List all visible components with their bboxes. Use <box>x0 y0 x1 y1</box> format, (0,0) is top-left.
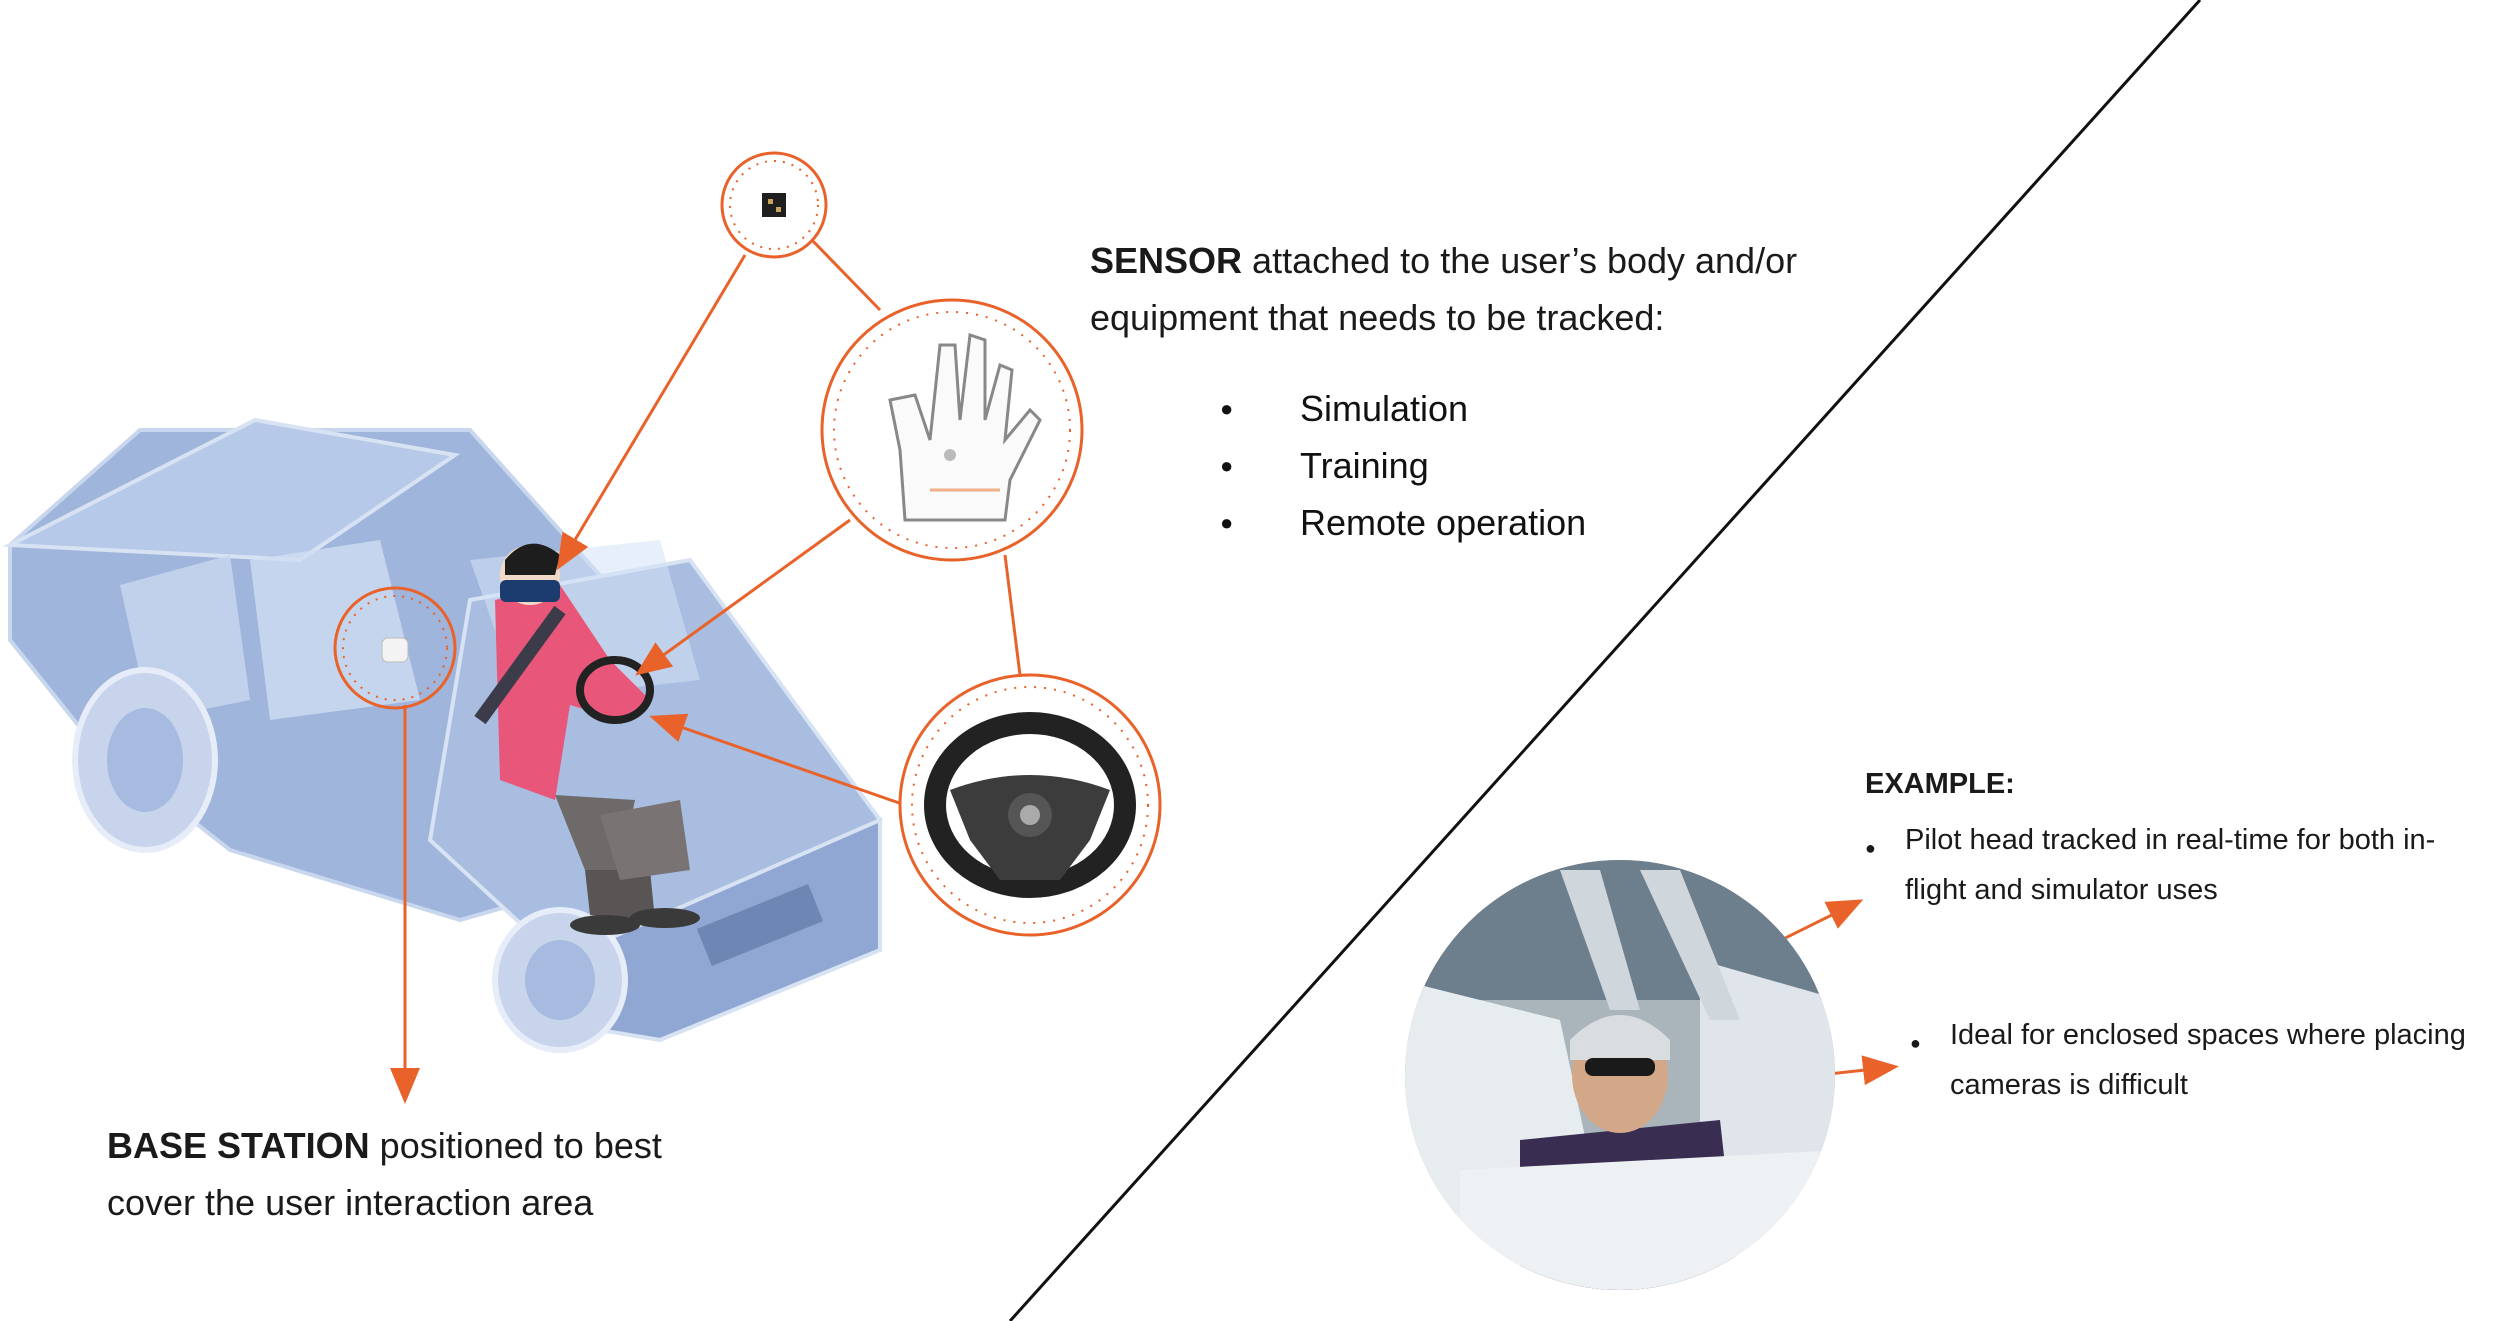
bullet-icon: ● <box>1910 1018 1921 1068</box>
base-station-icon <box>382 638 408 662</box>
list-item: Simulation <box>1210 380 1586 437</box>
example-item-text: Ideal for enclosed spaces where placing … <box>1910 1010 2470 1110</box>
example-item-spaces: ● Ideal for enclosed spaces where placin… <box>1910 1010 2470 1110</box>
chip-icon <box>762 193 786 217</box>
sensor-description: SENSOR attached to the user’s body and/o… <box>1090 232 1850 346</box>
base-station-heading: BASE STATION <box>107 1125 370 1166</box>
base-station-description: BASE STATION positioned to best cover th… <box>107 1117 727 1231</box>
bullet-icon: ● <box>1865 823 1876 873</box>
example-item-pilot: ● Pilot head tracked in real-time for bo… <box>1865 815 2485 915</box>
car-illustration <box>10 420 880 1050</box>
pilot-photo <box>1400 860 1840 1300</box>
example-item-text: Pilot head tracked in real-time for both… <box>1865 815 2485 915</box>
sensor-uses-list: Simulation Training Remote operation <box>1210 380 1586 551</box>
chip-sensor-callout <box>722 153 826 257</box>
list-item: Training <box>1210 437 1586 494</box>
glove-sensor-callout <box>822 300 1082 560</box>
sensor-heading: SENSOR <box>1090 240 1242 281</box>
steering-wheel-callout <box>900 675 1160 935</box>
example-title: EXAMPLE: <box>1865 768 2015 801</box>
list-item: Remote operation <box>1210 494 1586 551</box>
